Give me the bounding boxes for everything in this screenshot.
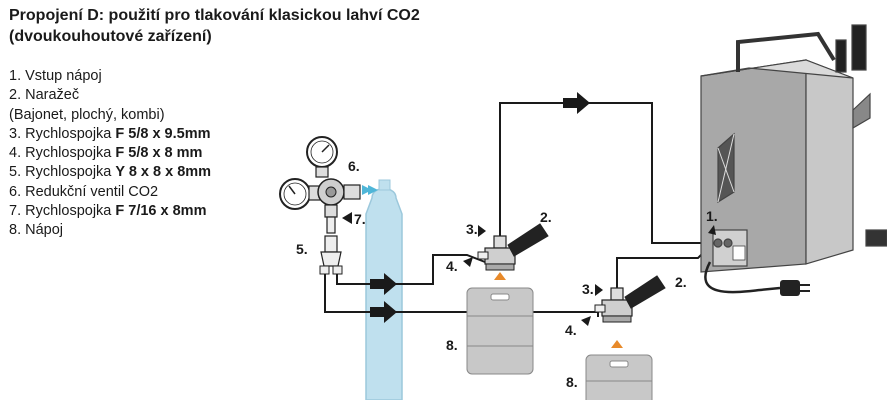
callout-5: 5. (296, 241, 308, 257)
pointer-arrows (342, 212, 716, 326)
keg-arrow-icon (611, 340, 623, 348)
callout-2b: 2. (675, 274, 687, 290)
legend-item: 4. Rychlospojka F 5/8 x 8 mm (9, 145, 203, 162)
coupler-handle-icon (624, 275, 666, 309)
keg-coupler-1 (477, 223, 549, 271)
callout-3a: 3. (466, 221, 478, 237)
flow-arrows (370, 92, 590, 323)
hose-beer-tap1 (499, 102, 704, 244)
tap-handle-icon (835, 39, 847, 73)
hose-gas-keg1 (336, 254, 486, 285)
callout-3b: 3. (582, 281, 594, 297)
coupler-handle-icon (507, 223, 549, 257)
arrow-right-icon (563, 92, 590, 114)
beer-inlet-port-icon (723, 238, 733, 248)
legend-item: 2. Naražeč (9, 87, 80, 104)
legend-item: 1. Vstup nápoj (9, 68, 102, 84)
gas-inlet-arrow-icon (362, 185, 372, 195)
keg-1 (466, 272, 534, 375)
legend-item: 7. Rychlospojka F 7/16 x 8mm (9, 203, 207, 220)
keg-arrow-icon (494, 272, 506, 280)
pointer-arrow-icon (595, 284, 603, 296)
beer-inlet-port-icon (713, 238, 723, 248)
legend-item: 5. Rychlospojka Y 8 x 8 x 8mm (9, 164, 212, 181)
callout-8b: 8. (566, 374, 578, 390)
callout-2a: 2. (540, 209, 552, 225)
cooler-handle-icon (736, 31, 836, 72)
diagram-title: Propojení D: použití pro tlakování klasi… (9, 5, 420, 47)
legend-list: 1. Vstup nápoj 2. Naražeč (Bajonet, ploc… (9, 67, 211, 241)
keg-coupler-2 (594, 275, 666, 323)
power-plug-icon (780, 280, 800, 296)
callout-4a: 4. (446, 258, 458, 274)
gas-inlet-arrow-icon (368, 185, 378, 195)
title-line-2: (dvoukouhoutové zařízení) (9, 28, 212, 45)
legend-item: 6. Redukční ventil CO2 (9, 183, 159, 200)
pointer-arrow-icon (581, 316, 591, 326)
callout-6: 6. (348, 158, 360, 174)
pointer-arrow-icon (478, 225, 486, 237)
legend-item: (Bajonet, plochý, kombi) (9, 106, 165, 123)
power-cable (704, 261, 810, 296)
hose-gas-keg2 (324, 274, 599, 317)
tap-handle-icon (851, 24, 867, 71)
title-line-1: Propojení D: použití pro tlakování klasi… (9, 7, 420, 24)
legend-item: 8. Nápoj (9, 222, 64, 239)
arrow-right-icon (370, 273, 397, 295)
keg-2 (585, 340, 653, 400)
y-splitter (319, 235, 343, 275)
callout-7: 7. (354, 211, 366, 227)
pointer-arrow-icon (708, 225, 716, 235)
callout-1: 1. (706, 208, 718, 224)
pointer-arrow-icon (463, 257, 473, 267)
beer-cooler (700, 24, 887, 273)
co2-cylinder (362, 179, 403, 400)
pointer-arrow-icon (342, 212, 352, 224)
legend-item: 3. Rychlospojka F 5/8 x 9.5mm (9, 125, 211, 142)
arrow-right-icon (370, 301, 397, 323)
pressure-regulator (279, 136, 361, 234)
callout-8a: 8. (446, 337, 458, 353)
callout-4b: 4. (565, 322, 577, 338)
